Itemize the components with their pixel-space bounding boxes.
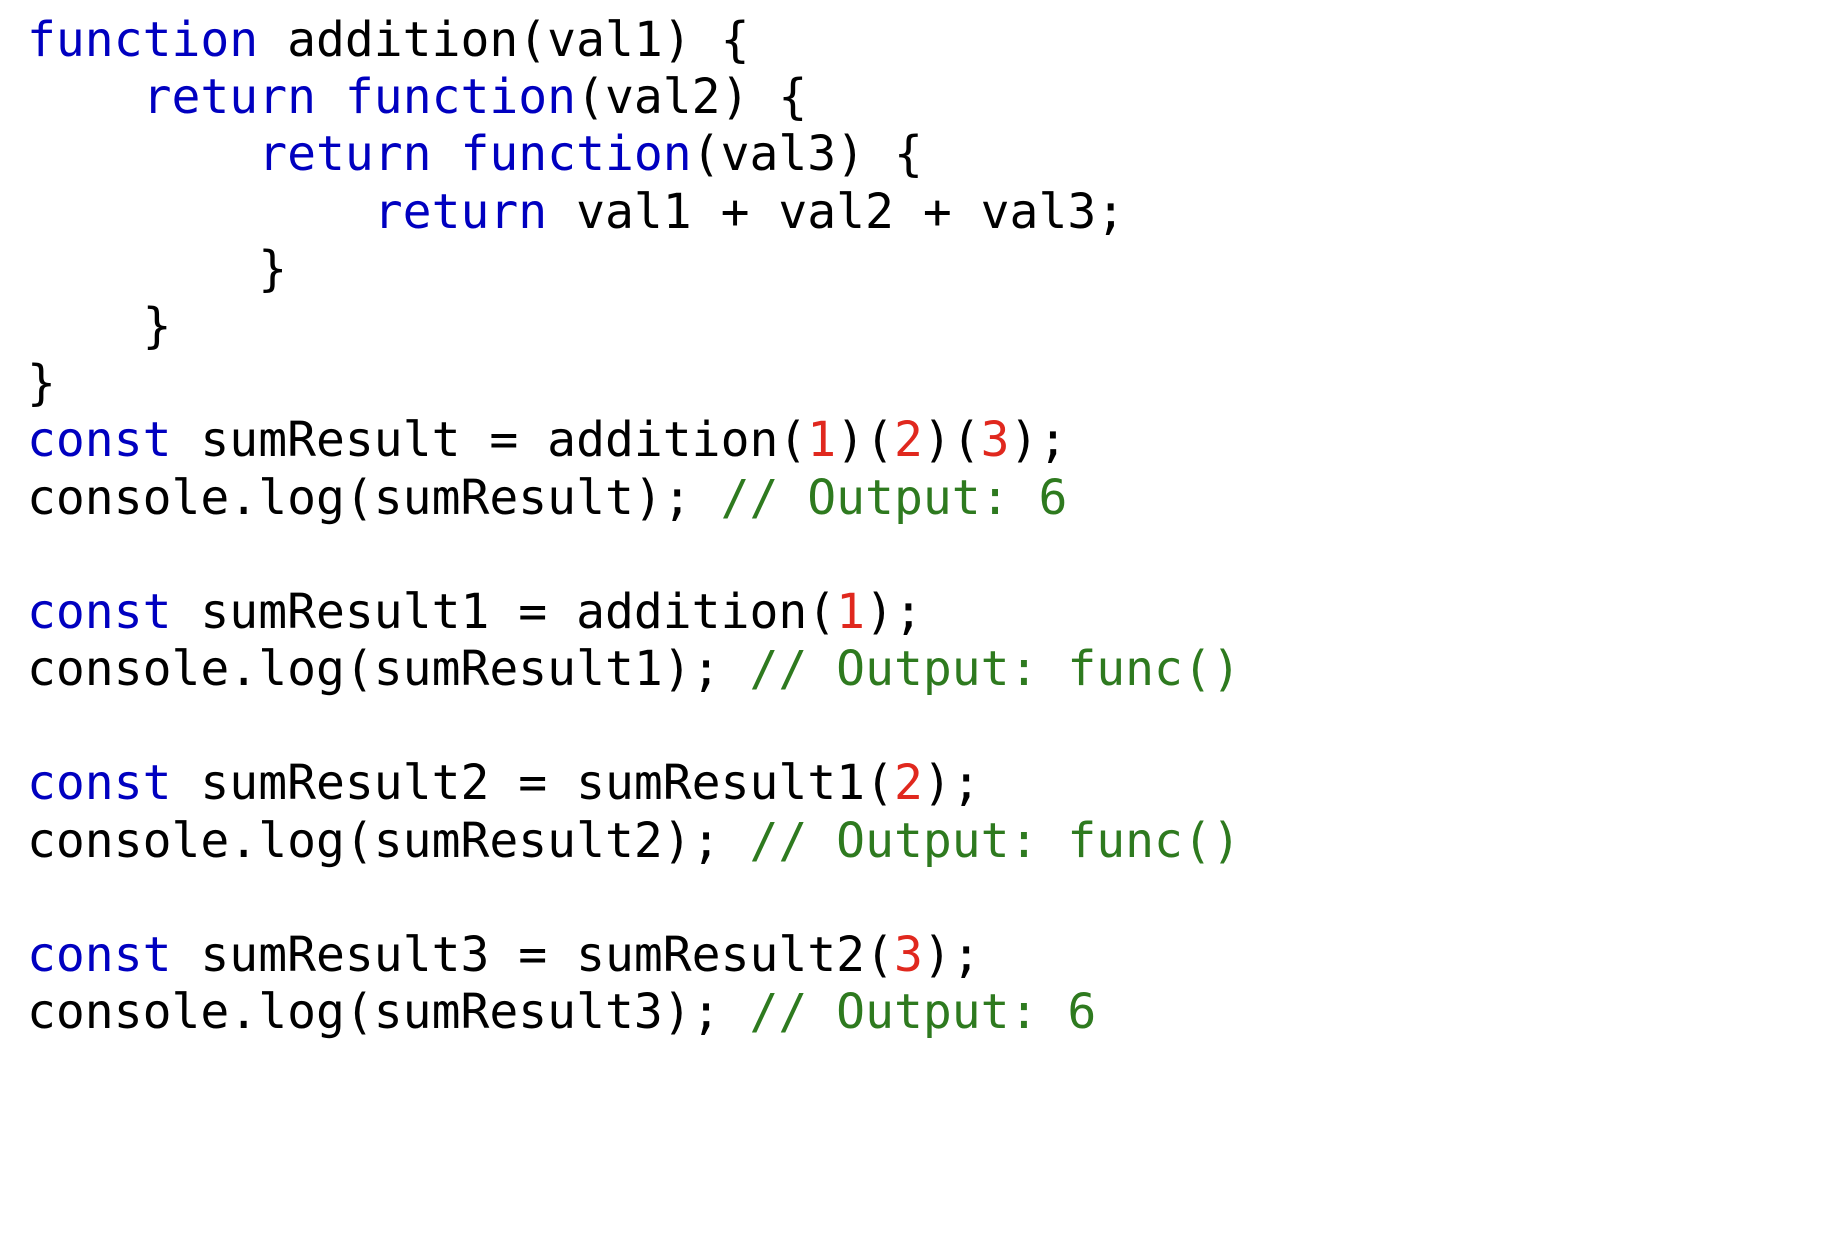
number-literal-token: 2 [893,412,923,469]
code-line: } [27,241,1241,298]
code-text-token [27,126,258,182]
code-line: const sumResult1 = addition(1); [27,584,1241,641]
comment-token: // Output: 6 [720,469,1068,526]
comment-token: // Output: func() [749,641,1241,698]
code-line: return function(val3) { [27,126,1241,183]
code-text-token [27,69,143,125]
keyword-token: function [344,69,577,126]
code-text-token: sumResult = addition( [171,412,808,469]
code-text-token: ); [865,583,923,640]
code-line: const sumResult2 = sumResult1(2); [27,755,1241,812]
number-literal-token: 1 [836,583,866,640]
keyword-token: return [373,183,548,240]
code-line: return val1 + val2 + val3; [27,184,1241,241]
keyword-token: const [27,583,172,640]
code-text-token [316,69,345,125]
code-text-token: ); [922,755,981,812]
code-line [27,527,1241,584]
keyword-token: function [460,126,692,183]
code-line: const sumResult = addition(1)(2)(3); [27,412,1241,469]
code-text-token: } [27,297,172,354]
code-line: console.log(sumResult); // Output: 6 [27,470,1241,527]
code-text-token: )( [922,412,981,469]
code-text-token: console.log(sumResult1); [27,641,750,698]
comment-token: // Output: func() [749,812,1241,869]
keyword-token: const [27,412,172,469]
code-line: const sumResult3 = sumResult2(3); [27,927,1241,984]
code-line: return function(val2) { [27,69,1241,126]
code-text-token: sumResult3 = sumResult2( [171,927,894,983]
code-block: function addition(val1) { return functio… [27,12,1241,1041]
code-text-token: console.log(sumResult3); [27,984,750,1041]
code-line [27,698,1241,755]
number-literal-token: 1 [807,412,837,469]
code-line: } [27,355,1241,412]
keyword-token: const [27,755,172,812]
code-text-token [27,184,374,240]
code-text-token: sumResult2 = sumResult1( [171,755,894,812]
code-text-token: } [27,240,288,297]
code-text-token: } [27,355,56,412]
code-text-token: console.log(sumResult); [27,469,721,526]
keyword-token: return [258,126,432,183]
code-text-token: )( [836,412,894,469]
keyword-token: function [27,12,259,68]
code-text-token: (val3) { [691,126,923,183]
code-line: function addition(val1) { [27,12,1241,69]
code-text-token: ); [1009,412,1068,469]
code-text-token: val1 + val2 + val3; [547,183,1126,240]
code-text-token: addition(val1) { [258,12,750,68]
code-line: console.log(sumResult2); // Output: func… [27,813,1241,870]
number-literal-token: 3 [893,927,923,983]
keyword-token: const [27,927,172,983]
code-line: console.log(sumResult1); // Output: func… [27,641,1241,698]
number-literal-token: 3 [980,412,1010,469]
code-text-token: ); [922,927,981,983]
code-line: } [27,298,1241,355]
code-text-token: (val2) { [576,69,808,126]
code-text-token: sumResult1 = addition( [171,583,837,640]
code-line: console.log(sumResult3); // Output: 6 [27,984,1241,1041]
keyword-token: return [142,69,316,126]
number-literal-token: 2 [893,755,923,812]
code-text-token [432,126,461,182]
code-line [27,870,1241,927]
comment-token: // Output: 6 [749,984,1097,1041]
code-text-token: console.log(sumResult2); [27,812,750,869]
